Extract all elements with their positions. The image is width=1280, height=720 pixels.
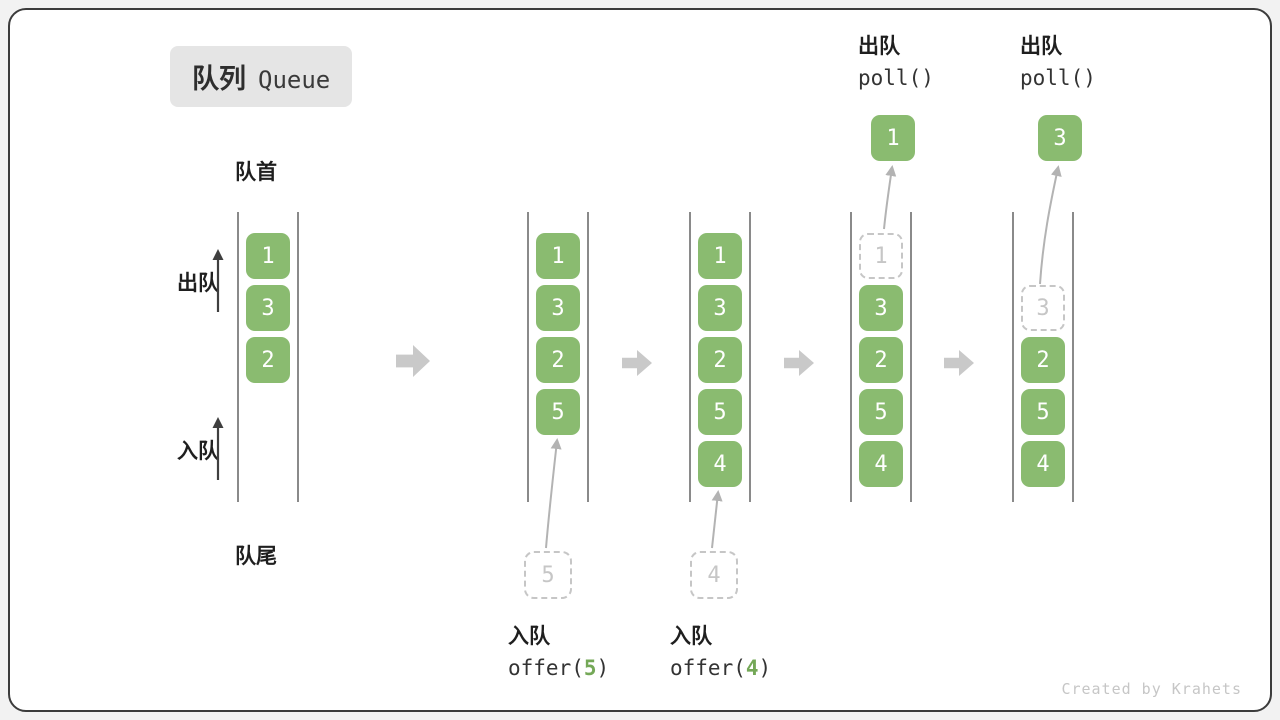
queue-item-pending: 5: [524, 551, 572, 599]
code-fn-open: offer(: [508, 656, 584, 680]
queue-item: 2: [246, 337, 290, 383]
queue-item: 1: [698, 233, 742, 279]
dequeued-item: 1: [871, 115, 915, 161]
rear-label: 队尾: [235, 545, 277, 568]
queue-item: 3: [859, 285, 903, 331]
queue-item-removed: 3: [1021, 285, 1065, 331]
enqueue-caption: 入队: [670, 625, 712, 648]
queue-column: 1 3 2 5: [527, 212, 589, 502]
queue-column: 1 3 2: [237, 212, 299, 502]
dequeue-label: 出队: [177, 272, 219, 295]
queue-item: 4: [1021, 441, 1065, 487]
enqueue-label: 入队: [177, 440, 219, 463]
queue-item: 2: [698, 337, 742, 383]
queue-item: 3: [536, 285, 580, 331]
queue-item: 3: [246, 285, 290, 331]
queue-item: 5: [859, 389, 903, 435]
queue-item: 5: [1021, 389, 1065, 435]
enqueue-code: offer(5): [508, 656, 609, 680]
dequeue-code: poll(): [858, 66, 934, 90]
enqueue-code: offer(4): [670, 656, 771, 680]
front-label: 队首: [235, 161, 277, 184]
queue-item: 4: [859, 441, 903, 487]
queue-item-removed: 1: [859, 233, 903, 279]
queue-item: 1: [246, 233, 290, 279]
title-english: Queue: [258, 66, 331, 94]
code-arg: 5: [583, 656, 597, 680]
queue-item: 5: [698, 389, 742, 435]
queue-column: 1 3 2 5 4: [689, 212, 751, 502]
queue-item: 2: [536, 337, 580, 383]
queue-item: 3: [698, 285, 742, 331]
queue-item-pending: 4: [690, 551, 738, 599]
queue-item: 1: [536, 233, 580, 279]
dequeue-caption: 出队: [858, 35, 900, 58]
enqueue-caption: 入队: [508, 625, 550, 648]
dequeued-item: 3: [1038, 115, 1082, 161]
queue-item: 2: [1021, 337, 1065, 383]
title-badge: 队列 Queue: [170, 46, 353, 107]
queue-item: 4: [698, 441, 742, 487]
code-fn-close: ): [758, 656, 772, 680]
dequeue-code: poll(): [1020, 66, 1096, 90]
queue-item: 5: [536, 389, 580, 435]
code-fn-open: offer(: [670, 656, 746, 680]
code-arg: 4: [745, 656, 759, 680]
title-chinese: 队列: [192, 64, 246, 94]
credit-text: Created by Krahets: [1061, 680, 1242, 698]
code-fn-close: ): [596, 656, 610, 680]
queue-item: 2: [859, 337, 903, 383]
dequeue-caption: 出队: [1020, 35, 1062, 58]
queue-column: 3 2 5 4: [1012, 212, 1074, 502]
queue-column: 1 3 2 5 4: [850, 212, 912, 502]
